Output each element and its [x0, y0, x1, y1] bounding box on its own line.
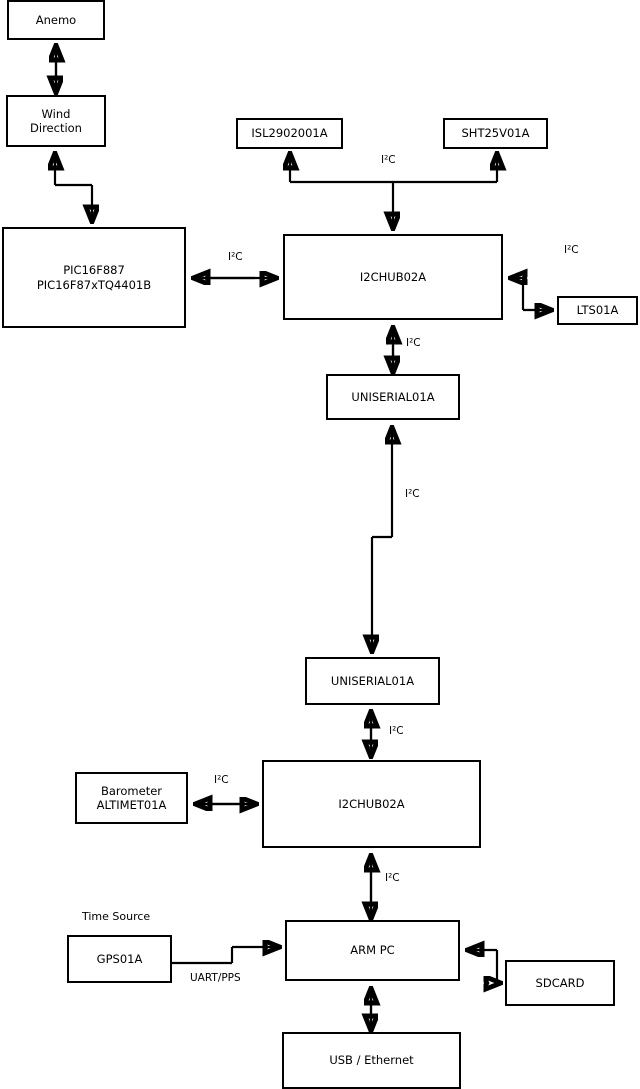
- node-i2chub02a-top[interactable]: I2CHUB02A: [283, 234, 503, 320]
- node-pic-mcu[interactable]: PIC16F887 PIC16F87xTQ4401B: [2, 227, 186, 328]
- edge-label-uniserial-link: I²C: [405, 488, 420, 500]
- node-isl2902001a[interactable]: ISL2902001A: [236, 118, 343, 149]
- label-time-source: Time Source: [82, 910, 151, 923]
- edge-label-hub-uniserial: I²C: [406, 337, 421, 349]
- wire-hubtop-sensors: [290, 154, 497, 228]
- node-i2chub02a-bottom[interactable]: I2CHUB02A: [262, 760, 481, 848]
- node-gps01a[interactable]: GPS01A: [67, 935, 172, 983]
- node-uniserial01a-bottom[interactable]: UNISERIAL01A: [305, 657, 440, 705]
- node-usb-ethernet[interactable]: USB / Ethernet: [282, 1032, 461, 1089]
- wire-armpc-sdcard: [468, 950, 500, 983]
- node-sht25v01a[interactable]: SHT25V01A: [443, 118, 548, 149]
- edge-label-hub-lts: I²C: [564, 244, 579, 256]
- edge-label-barometer-hub: I²C: [214, 774, 229, 786]
- wire-hubtop-lts: [511, 278, 551, 310]
- node-barometer-altimet01a[interactable]: Barometer ALTIMET01A: [75, 772, 188, 824]
- node-sdcard[interactable]: SDCARD: [505, 960, 615, 1006]
- edge-label-hub-armpc: I²C: [385, 872, 400, 884]
- node-arm-pc[interactable]: ARM PC: [285, 920, 460, 981]
- node-uniserial01a-top[interactable]: UNISERIAL01A: [326, 374, 460, 420]
- wire-gps-armpc: [172, 947, 279, 965]
- node-anemo[interactable]: Anemo: [7, 0, 105, 40]
- wire-uniserial-link: [372, 428, 392, 651]
- edge-label-uniserial-hub-bottom: I²C: [389, 725, 404, 737]
- node-lts01a[interactable]: LTS01A: [557, 296, 638, 325]
- edge-label-pic-hub: I²C: [228, 251, 243, 263]
- edge-label-isl-sht-bus: I²C: [381, 154, 396, 166]
- wire-wind-pic: [55, 154, 92, 221]
- node-wind-direction[interactable]: Wind Direction: [6, 95, 106, 147]
- edge-label-gps-armpc: UART/PPS: [190, 972, 241, 984]
